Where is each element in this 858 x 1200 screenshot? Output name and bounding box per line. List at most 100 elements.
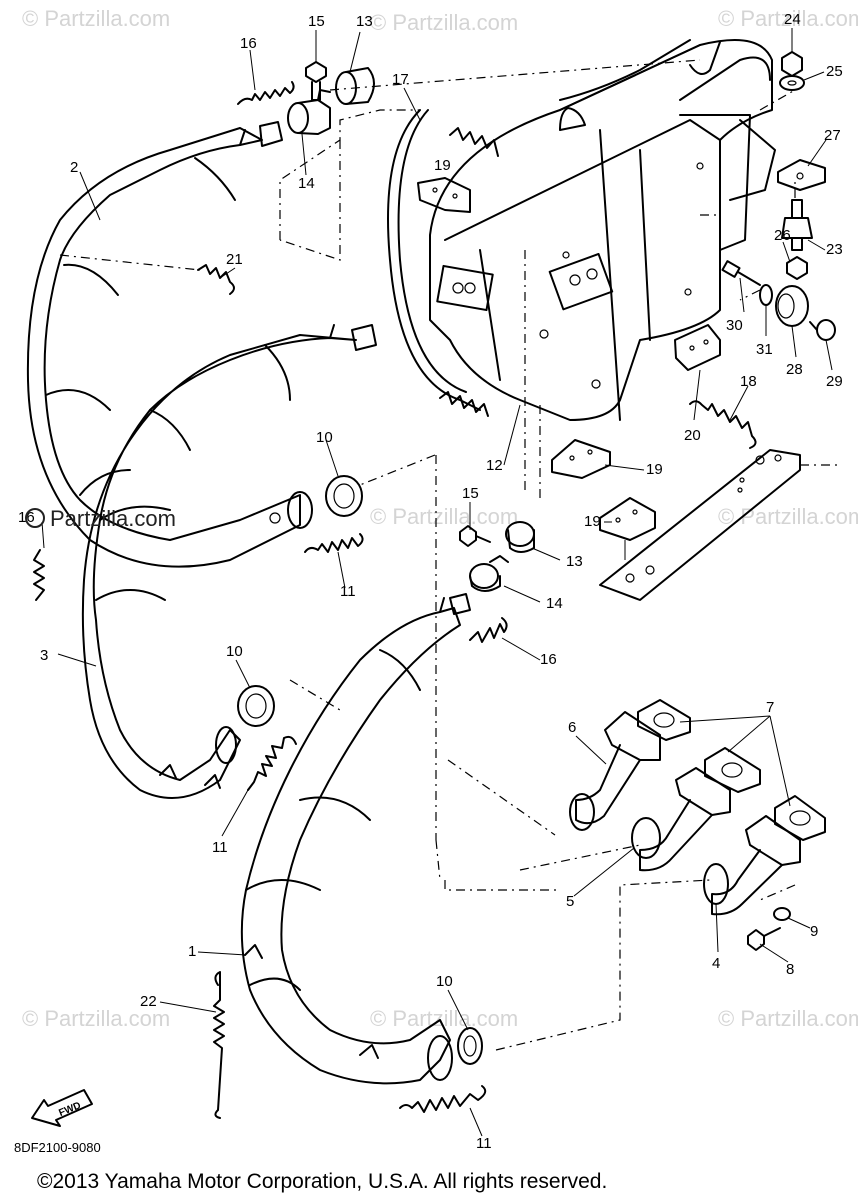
callout-labels: 24 25 27 23 26 30 31 28 29 18 20 19 19 1…: [18, 11, 843, 1152]
callout-30: 30: [726, 317, 743, 334]
watermark-text: © Partzilla.com: [22, 1006, 170, 1031]
callout-6: 6: [568, 719, 576, 736]
callout-14-upper: 14: [298, 175, 315, 192]
fwd-arrow-icon: FWD: [31, 1089, 93, 1127]
exhaust-pipe-2: [26, 121, 313, 568]
copyright-logo-icon: [25, 508, 45, 528]
joint-13-upper: [335, 67, 375, 105]
callout-19-middle: 19: [646, 461, 663, 478]
cable-17: [387, 109, 481, 411]
washer-31: [759, 284, 773, 306]
joint-13-lower: [505, 521, 535, 553]
ring-10-middle: [237, 685, 275, 727]
spring-11-lower: [399, 1085, 487, 1113]
exhaust-pipe-3: [81, 324, 377, 799]
collar-29: [809, 319, 836, 341]
callout-20: 20: [684, 427, 701, 444]
callout-28: 28: [786, 361, 803, 378]
bolt-15-upper: [305, 61, 327, 101]
watermark-text: © Partzilla.com: [718, 504, 858, 529]
ring-10-lower: [457, 1027, 483, 1065]
watermark-text: © Partzilla.com: [718, 6, 858, 31]
watermark-text: © Partzilla.com: [22, 6, 170, 31]
callout-21: 21: [226, 251, 243, 268]
spring-18-chamber-lower: [439, 391, 489, 417]
callout-10-middle: 10: [226, 643, 243, 660]
callout-12: 12: [486, 457, 503, 474]
manifold-5: [631, 767, 731, 872]
callout-24: 24: [784, 11, 801, 28]
callout-16-lower: 16: [540, 651, 557, 668]
callout-10-lower: 10: [436, 973, 453, 990]
bracket-27: [777, 159, 826, 191]
callout-18: 18: [740, 373, 757, 390]
callout-16-upper: 16: [240, 35, 257, 52]
bracket-19-middle: [551, 439, 611, 479]
spring-22: [213, 971, 225, 1119]
callout-19-upper: 19: [434, 157, 451, 174]
bracket-20: [674, 324, 721, 371]
callout-1: 1: [188, 943, 196, 960]
callout-8: 8: [786, 961, 794, 978]
copyright-text: ©2013 Yamaha Motor Corporation, U.S.A. A…: [37, 1170, 607, 1193]
exhaust-chamber-assembly: [429, 39, 776, 421]
callout-7: 7: [766, 699, 774, 716]
diagram-code: 8DF2100-9080: [14, 1140, 101, 1155]
callout-17: 17: [392, 71, 409, 88]
nut-26: [786, 256, 808, 280]
callout-15-lower: 15: [462, 485, 479, 502]
spring-16-upper: [237, 81, 295, 105]
spring-16-left: [33, 549, 45, 601]
spring-11-upper: [304, 533, 364, 553]
nut-24: [781, 51, 803, 77]
callout-13-lower: 13: [566, 553, 583, 570]
spring-18-top: [449, 127, 499, 157]
callout-31: 31: [756, 341, 773, 358]
callout-23: 23: [826, 241, 843, 258]
clamp-14-lower: [469, 555, 509, 592]
washer-9: [773, 907, 791, 921]
callout-11-middle: 11: [212, 839, 228, 856]
gasket-7-b: [704, 747, 761, 793]
grommet-28: [775, 285, 809, 327]
callout-9: 9: [810, 923, 818, 940]
callout-10-upper: 10: [316, 429, 333, 446]
clamp-14-upper: [287, 89, 331, 135]
callout-11-lower: 11: [476, 1135, 492, 1152]
callout-2: 2: [70, 159, 78, 176]
assembly-lines: [279, 59, 796, 1051]
gasket-7-c: [774, 795, 826, 841]
gasket-7-a: [637, 699, 691, 741]
brand-watermark-text: Partzilla.com: [50, 506, 176, 531]
callout-22: 22: [140, 993, 157, 1010]
callout-14-lower: 14: [546, 595, 563, 612]
callout-29: 29: [826, 373, 843, 390]
callout-25: 25: [826, 63, 843, 80]
spring-21: [59, 254, 235, 295]
bracket-19-upper: [417, 177, 471, 213]
mounting-plate: [599, 449, 840, 601]
bolt-15-lower: [459, 525, 491, 547]
spring-11-middle: [247, 735, 297, 791]
bolt-30: [721, 260, 761, 286]
callout-27: 27: [824, 127, 841, 144]
brand-watermark: Partzilla.com: [25, 506, 176, 531]
callout-5: 5: [566, 893, 574, 910]
callout-15-upper: 15: [308, 13, 325, 30]
callout-3: 3: [40, 647, 48, 664]
callout-13-upper: 13: [356, 13, 373, 30]
ring-10-upper: [325, 475, 363, 517]
callout-19-lower: 19: [584, 513, 601, 530]
bracket-19-lower: [599, 497, 656, 560]
leader-lines: [41, 28, 833, 1137]
spring-16-mid: [469, 617, 508, 643]
damper-23: [781, 199, 813, 251]
callout-26: 26: [774, 227, 791, 244]
callout-11-upper: 11: [340, 583, 356, 600]
watermark-text: © Partzilla.com: [370, 504, 518, 529]
fwd-label: FWD: [57, 1100, 82, 1119]
manifold-6: [569, 711, 661, 831]
exhaust-pipe-1: [240, 593, 471, 1085]
bolt-8: [747, 927, 781, 951]
